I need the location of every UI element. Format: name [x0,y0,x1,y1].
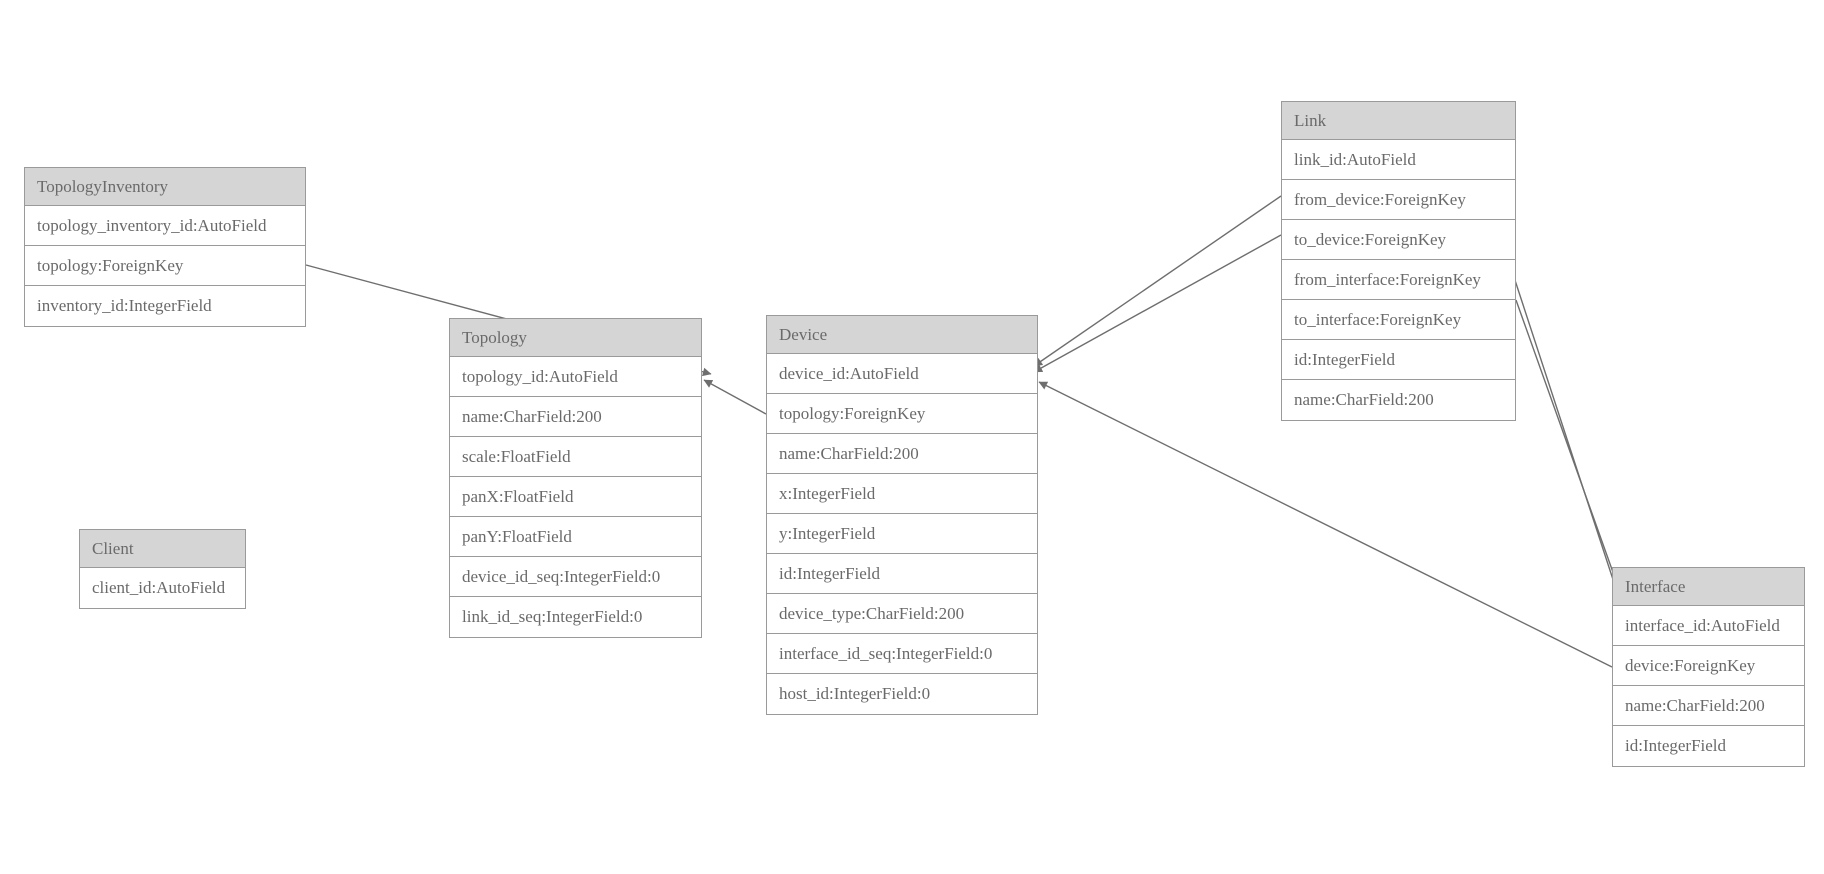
relationship-interface-device [1038,381,1613,668]
entity-field-row: client_id:AutoField [80,568,245,608]
entity-field-row: link_id_seq:IntegerField:0 [450,597,701,637]
entity-title-link: Link [1282,102,1515,140]
entity-field-row: id:IntegerField [1282,340,1515,380]
entity-field-row: device_id:AutoField [767,354,1037,394]
entity-field-row: panX:FloatField [450,477,701,517]
entity-title-interface: Interface [1613,568,1804,606]
entity-title-topology_inventory: TopologyInventory [25,168,305,206]
entity-field-row: y:IntegerField [767,514,1037,554]
entity-field-row: to_device:ForeignKey [1282,220,1515,260]
entity-field-row: interface_id:AutoField [1613,606,1804,646]
entity-field-row: topology_id:AutoField [450,357,701,397]
entity-field-row: topology:ForeignKey [25,246,305,286]
entity-field-row: name:CharField:200 [1613,686,1804,726]
entity-field-row: from_interface:ForeignKey [1282,260,1515,300]
entity-title-topology: Topology [450,319,701,357]
entity-field-row: interface_id_seq:IntegerField:0 [767,634,1037,674]
entity-field-row: device_type:CharField:200 [767,594,1037,634]
entity-field-row: device:ForeignKey [1613,646,1804,686]
entity-field-row: device_id_seq:IntegerField:0 [450,557,701,597]
entity-field-row: x:IntegerField [767,474,1037,514]
relationship-link-from_interface [1509,264,1624,608]
entity-field-row: link_id:AutoField [1282,140,1515,180]
entity-field-row: id:IntegerField [767,554,1037,594]
entity-field-row: name:CharField:200 [767,434,1037,474]
entity-field-row: topology:ForeignKey [767,394,1037,434]
entity-title-client: Client [80,530,245,568]
entity-field-row: topology_inventory_id:AutoField [25,206,305,246]
entity-title-device: Device [767,316,1037,354]
entity-field-row: name:CharField:200 [1282,380,1515,420]
entity-field-row: inventory_id:IntegerField [25,286,305,326]
entity-field-row: to_interface:ForeignKey [1282,300,1515,340]
entity-field-row: panY:FloatField [450,517,701,557]
relationship-link-to_device [1033,234,1282,373]
relationship-link-from_device [1033,195,1282,367]
entity-field-row: scale:FloatField [450,437,701,477]
entity-field-row: host_id:IntegerField:0 [767,674,1037,714]
entity-field-row: from_device:ForeignKey [1282,180,1515,220]
entity-field-row: id:IntegerField [1613,726,1804,766]
relationship-link-to_interface [1515,299,1627,607]
relationship-device-topology [703,379,767,415]
entity-field-row: name:CharField:200 [450,397,701,437]
